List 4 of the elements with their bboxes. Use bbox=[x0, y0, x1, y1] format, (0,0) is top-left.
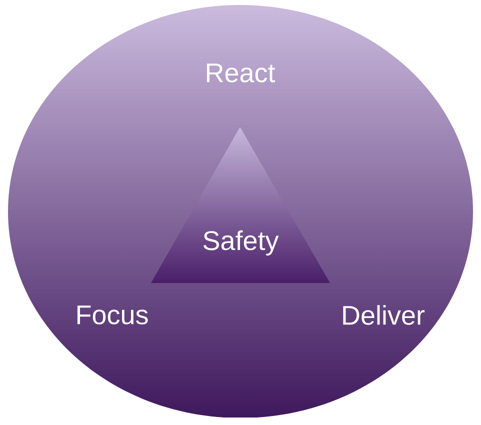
label: Safety bbox=[203, 230, 279, 256]
label: Deliver bbox=[343, 305, 425, 325]
label: React bbox=[206, 64, 276, 82]
label: Focus bbox=[77, 306, 148, 324]
